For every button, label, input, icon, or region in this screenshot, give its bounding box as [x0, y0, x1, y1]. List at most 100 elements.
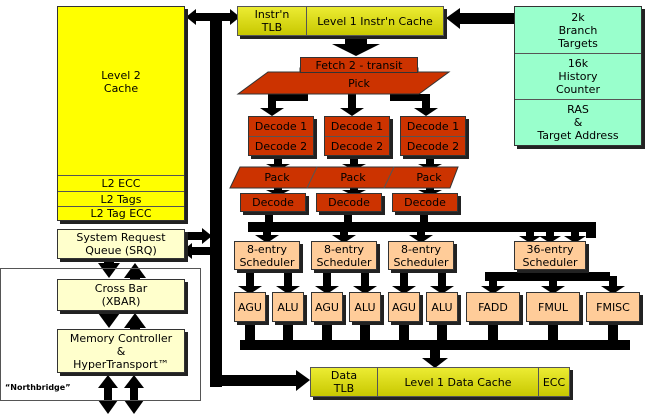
pack-label: Pack — [264, 170, 290, 184]
unit-arrowhead — [353, 286, 377, 294]
sched-arrowhead — [255, 235, 279, 243]
sched-arrowhead — [409, 235, 433, 243]
srq-xbar-down-arrow — [98, 263, 120, 278]
result-arrow — [245, 324, 255, 344]
northbridge-outline — [0, 268, 201, 401]
pick-label: Pick — [348, 76, 370, 90]
decode-label: Decode — [328, 196, 370, 209]
exec-unit-label: AGU — [315, 300, 339, 314]
result-arrow — [360, 324, 370, 344]
decode1-label: Decode 1 — [254, 120, 308, 133]
l2-ecc-label: L2 ECC — [101, 177, 141, 190]
sched-arrow — [340, 230, 348, 238]
lane-arrow — [350, 158, 358, 167]
l2-cache-block: Level 2 Cache L2 ECC L2 Tags L2 Tag ECC — [57, 6, 185, 221]
unit-arrow — [400, 272, 408, 288]
sched-arrow — [586, 222, 596, 238]
srq-xbar-down-arrow — [104, 258, 114, 264]
icache-fetch-arrow — [345, 36, 367, 46]
sched-arrow — [571, 230, 579, 238]
exec-unit-alu: ALU — [426, 292, 458, 322]
exec-unit-label: ALU — [431, 300, 453, 314]
unit-arrowhead — [601, 286, 625, 294]
srq-arrowhead — [202, 228, 212, 244]
result-arrow — [322, 324, 332, 344]
divider — [249, 136, 313, 137]
result-arrow — [548, 324, 558, 344]
unit-arrow — [549, 276, 557, 288]
exec-unit-agu: AGU — [388, 292, 420, 322]
exec-unit-agu: AGU — [234, 292, 266, 322]
dispatch-arrow — [344, 214, 352, 226]
l1-icache-label: Level 1 Instr'n Cache — [317, 14, 433, 28]
int-scheduler: 8-entry Scheduler — [311, 241, 377, 270]
branch-predictor-block: 2k Branch Targets 16k History Counter RA… — [514, 6, 642, 146]
lane-arrow — [274, 158, 282, 167]
sched-arrowhead — [564, 236, 586, 243]
exec-unit-label: FMUL — [538, 300, 568, 314]
fetch-label: Fetch 2 - transit — [315, 58, 403, 72]
unit-arrow — [609, 276, 617, 288]
result-arrow — [430, 345, 440, 361]
northbridge-label: “Northbridge” — [5, 383, 71, 392]
result-arrow — [399, 324, 409, 344]
result-arrow — [488, 324, 498, 344]
xbar-block: Cross Bar (XBAR) — [57, 279, 185, 311]
exec-unit-label: AGU — [392, 300, 416, 314]
unit-arrowhead — [315, 286, 339, 294]
decode-lane-block: Decode 1 Decode 2 — [248, 116, 314, 156]
sched-arrowhead — [539, 236, 561, 243]
scheduler-label: 8-entry Scheduler — [239, 242, 295, 269]
fetch-stage: Fetch 2 - transit — [300, 57, 418, 73]
decode2-label: Decode 2 — [254, 139, 308, 153]
xbar-mem-down-arrow — [98, 313, 120, 328]
dtlb-arrowhead — [296, 370, 310, 391]
result-arrow — [608, 324, 618, 344]
int-scheduler: 8-entry Scheduler — [234, 241, 300, 270]
exec-unit-alu: ALU — [272, 292, 304, 322]
sched-arrowhead — [519, 236, 541, 243]
exec-unit-fmul: FMUL — [526, 292, 580, 322]
decode1-label: Decode 1 — [330, 120, 384, 133]
scheduler-label: 36-entry Scheduler — [522, 242, 578, 269]
decode-label: Decode — [404, 196, 446, 209]
fp-issue-bus — [485, 272, 610, 281]
srq-arrow — [190, 247, 210, 255]
dispatch-arrow — [420, 214, 428, 226]
unit-arrowhead — [541, 286, 565, 294]
sched-arrow — [417, 230, 425, 238]
arrows-layer — [98, 8, 630, 414]
divider — [58, 175, 184, 176]
l2-cache-label: Level 2 Cache — [101, 69, 141, 95]
xbar-label: Cross Bar (XBAR) — [94, 282, 148, 308]
unit-arrow — [361, 272, 369, 288]
exec-unit-label: ALU — [277, 300, 299, 314]
unit-arrow — [489, 276, 497, 288]
xbar-mem-down-arrow — [104, 308, 114, 314]
dispatch-bus — [248, 222, 596, 232]
decode-stage: Decode — [392, 193, 458, 212]
pick-arrowhead — [260, 108, 284, 116]
scheduler-label: 8-entry Scheduler — [316, 242, 372, 269]
exec-unit-agu: AGU — [311, 292, 343, 322]
memory-controller-block: Memory Controller & HyperTransport™ — [57, 329, 185, 373]
ras-label: RAS & Target Address — [537, 103, 619, 142]
pick-arrowhead — [340, 108, 364, 116]
itlb-label: Instr'n TLB — [254, 8, 290, 34]
srq-arrowhead — [182, 243, 192, 259]
divider — [377, 368, 378, 396]
srq-block: System Request Queue (SRQ) — [57, 229, 185, 259]
pack-divider — [306, 166, 318, 189]
exec-unit-label: ALU — [354, 300, 376, 314]
divider — [515, 53, 641, 54]
result-arrow — [283, 324, 293, 344]
divider — [538, 368, 539, 396]
lane-arrow — [426, 158, 434, 167]
branch-targets-label: 2k Branch Targets — [558, 10, 598, 50]
divider — [515, 99, 641, 100]
sched-arrow — [546, 230, 554, 238]
xbar-mem-up-arrow — [124, 313, 146, 328]
exec-unit-label: FADD — [478, 300, 508, 314]
decode-stage: Decode — [240, 193, 306, 212]
